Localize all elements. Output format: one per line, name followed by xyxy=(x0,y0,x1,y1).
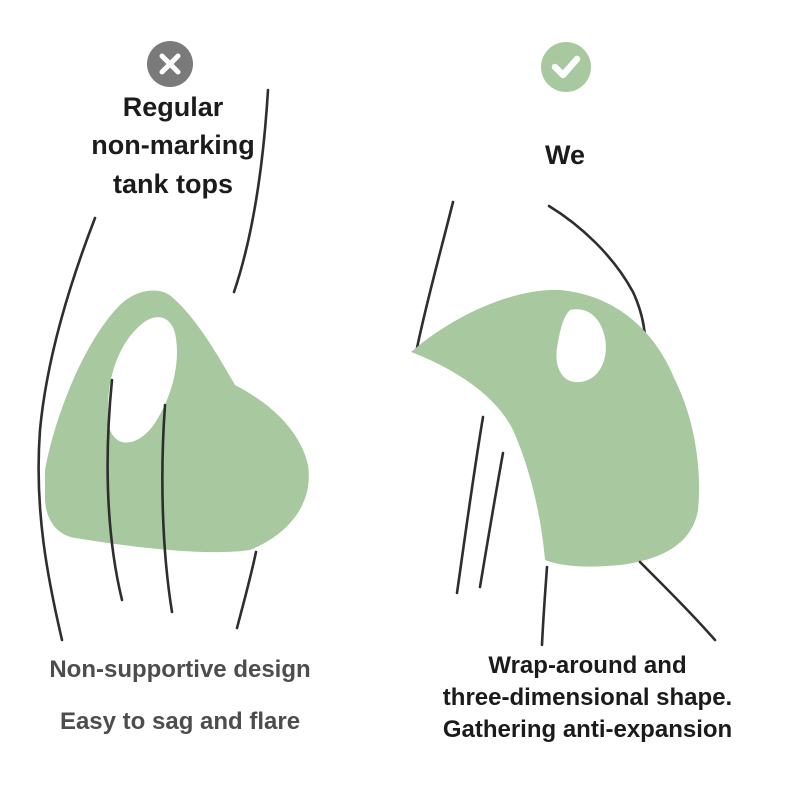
right-illustration xyxy=(411,200,717,647)
left-underbust-line xyxy=(235,550,258,630)
right-arm-line-2 xyxy=(478,451,505,589)
left-illustration xyxy=(37,88,309,642)
left-title: Regular non-marking tank tops xyxy=(91,92,255,199)
left-caption-2: Easy to sag and flare xyxy=(59,708,301,735)
approve-badge xyxy=(541,42,591,92)
right-shoulder-line xyxy=(547,204,647,339)
x-icon xyxy=(159,53,181,75)
left-tank-top-shape xyxy=(45,290,309,553)
left-back-line xyxy=(37,216,97,642)
right-top-shape xyxy=(411,289,700,567)
left-caption-1: Non-supportive design xyxy=(49,656,311,683)
right-arm-line xyxy=(455,415,485,595)
left-arm-line-2 xyxy=(161,403,174,614)
reject-badge xyxy=(147,41,193,87)
right-neck-line xyxy=(415,200,455,350)
right-underbust-line xyxy=(638,560,717,642)
check-icon xyxy=(551,55,581,79)
right-caption: Wrap-around and three-dimensional shape.… xyxy=(442,652,733,744)
left-neck-line xyxy=(232,88,270,294)
right-front-line xyxy=(540,565,549,647)
left-arm-line xyxy=(106,378,124,602)
right-title: We xyxy=(544,140,585,170)
